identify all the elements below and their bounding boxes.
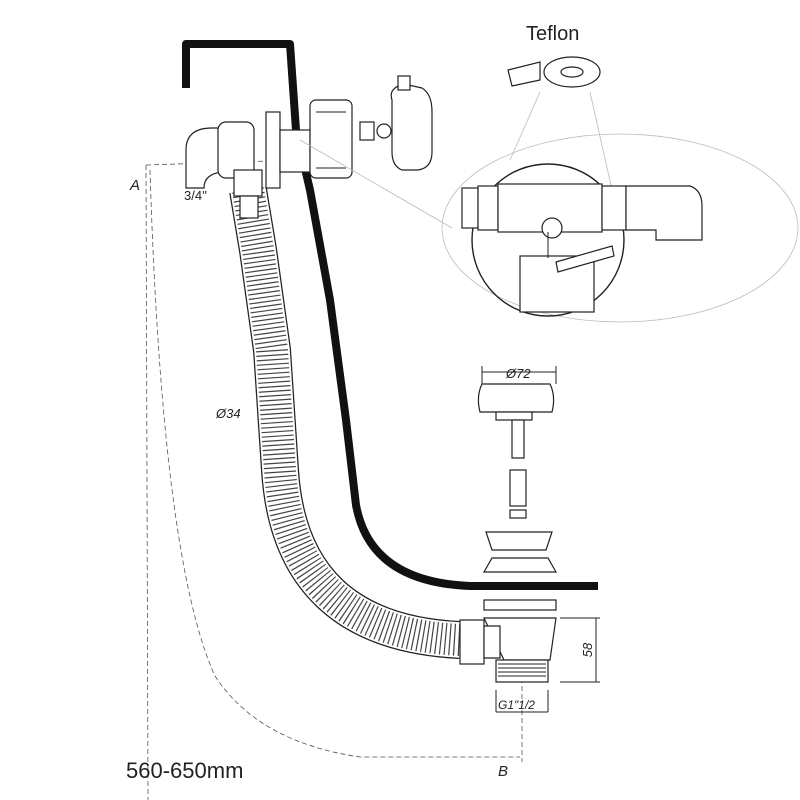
inlet-thread-label: 3/4'' (184, 188, 207, 203)
plug-dimension-line (481, 366, 557, 384)
waste-fitting (459, 599, 557, 683)
dimension-lines (145, 159, 523, 800)
point-a-label: A (129, 177, 140, 194)
drain-thread-dimension-line (495, 690, 549, 713)
teflon-detail-callout (299, 56, 799, 323)
hose-diameter-label: Ø34 (215, 406, 241, 421)
plug-exploded (477, 383, 558, 573)
drain-thread-label: G1"1/2 (498, 698, 535, 712)
corrugated-hose (229, 186, 462, 659)
overflow-inlet-assembly (185, 75, 433, 219)
bathtub-wall (182, 40, 598, 590)
length-range-label: 560-650mm (126, 758, 243, 783)
teflon-label: Teflon (526, 23, 579, 45)
drain-height-dimension-line (560, 617, 600, 683)
plug-diameter-label: Ø72 (505, 366, 531, 381)
drain-height-label: 58 (580, 642, 595, 657)
point-b-label: B (498, 763, 508, 780)
